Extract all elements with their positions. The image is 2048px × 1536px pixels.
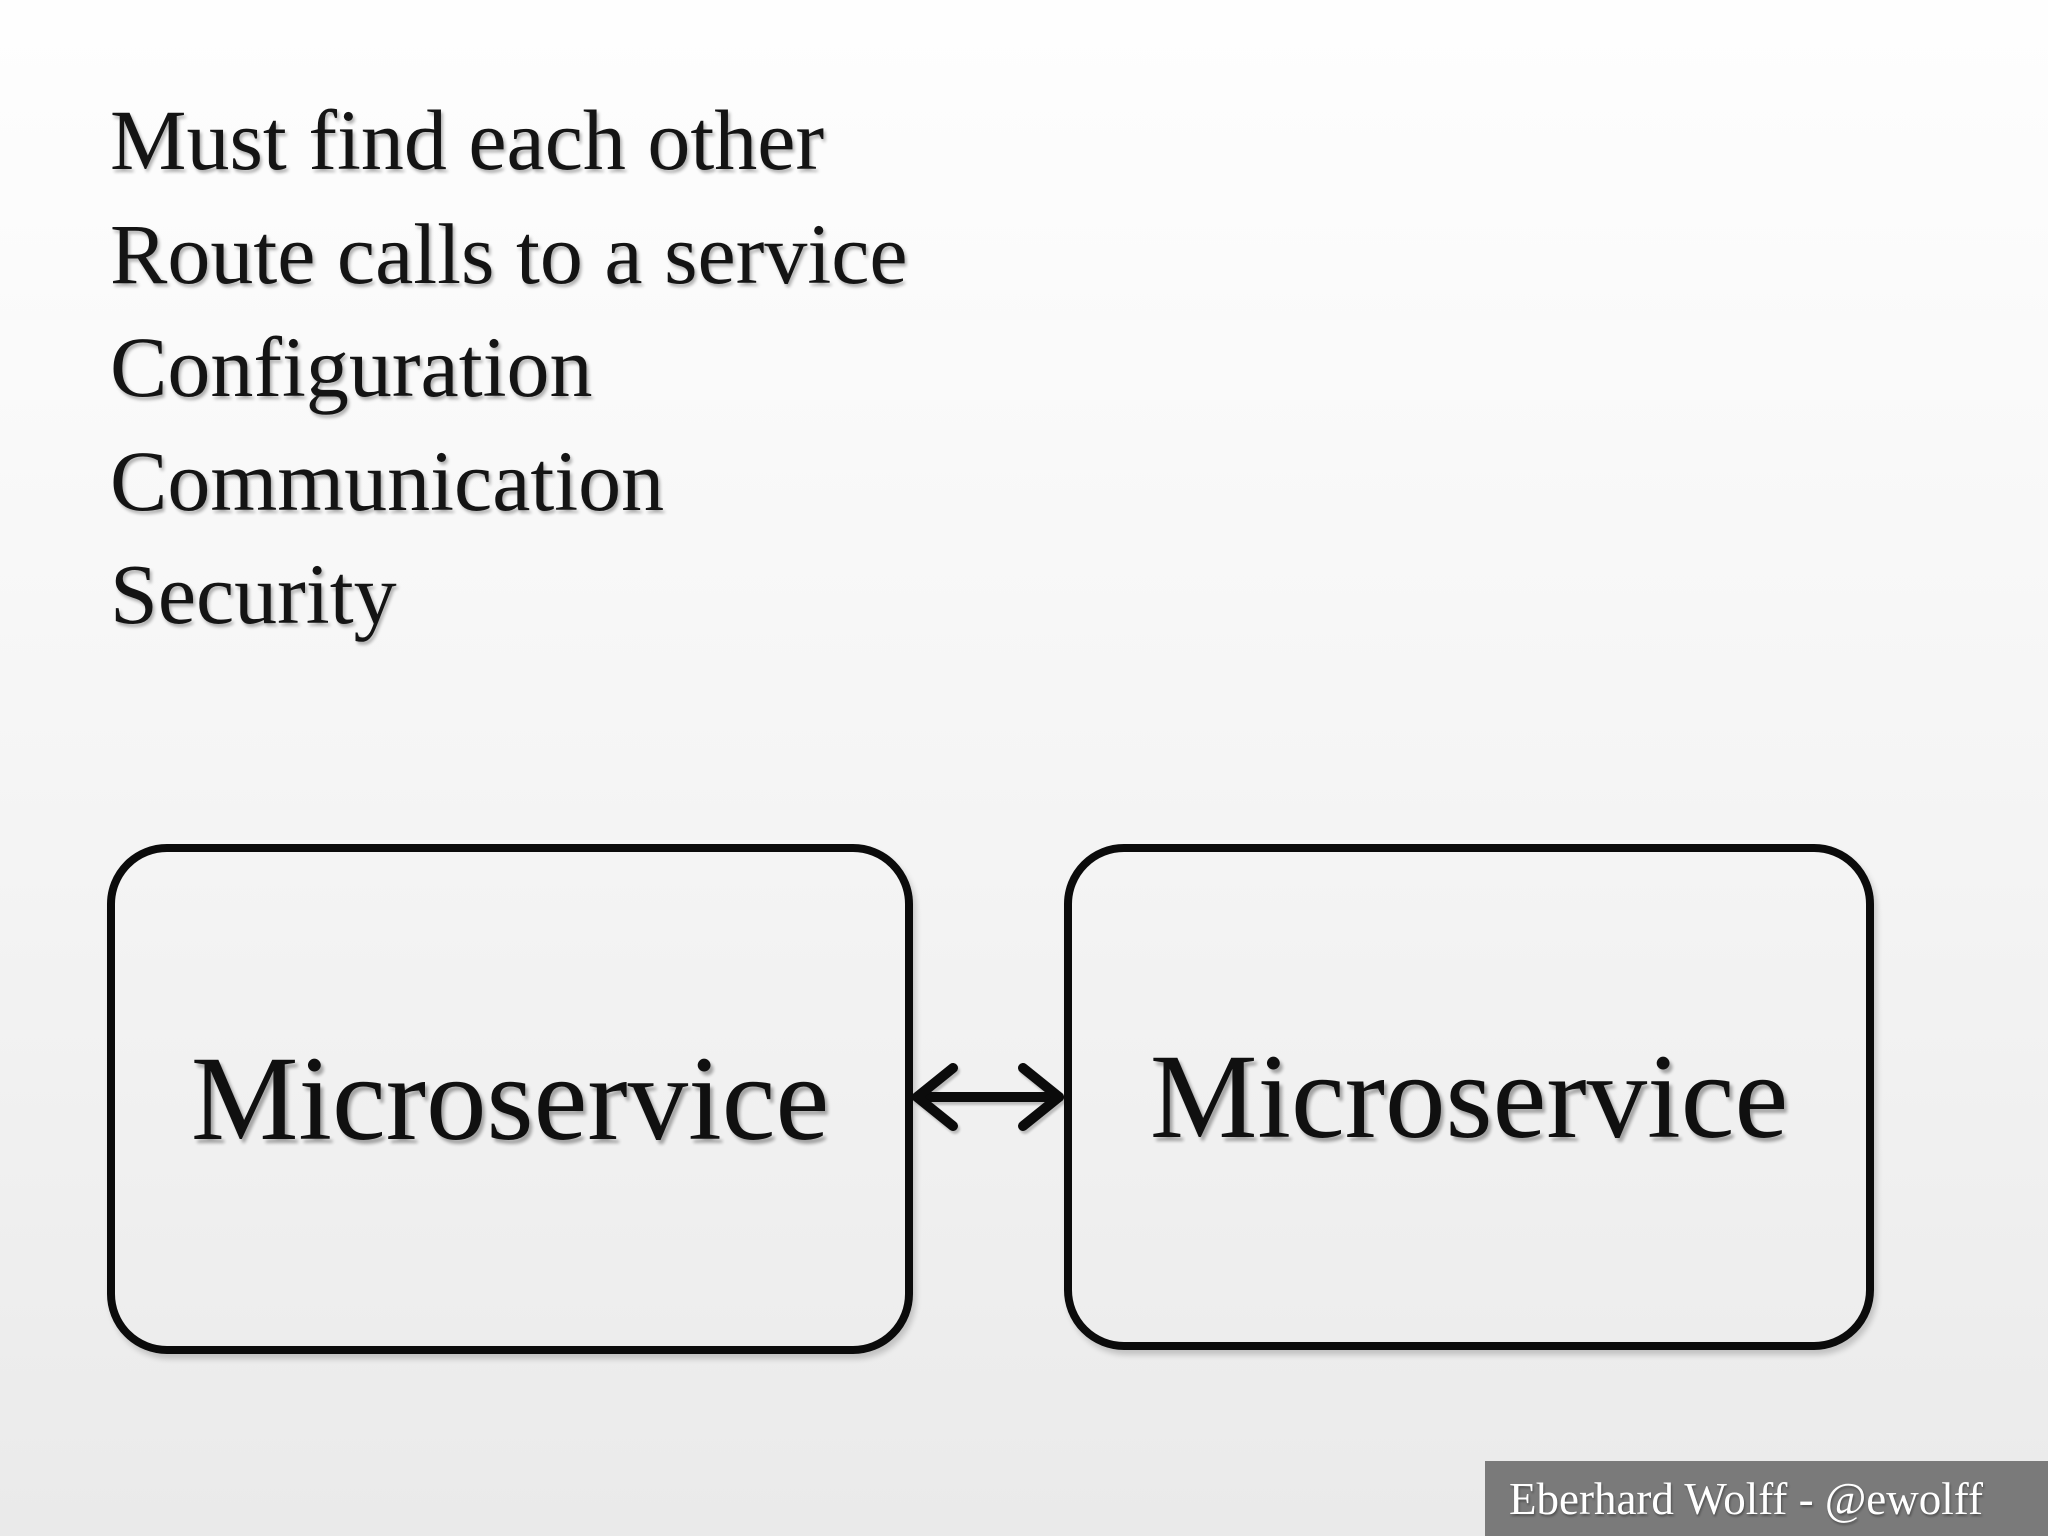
attribution-badge: Eberhard Wolff - @ewolff	[1485, 1461, 2048, 1536]
bullet-line: Security	[110, 546, 397, 642]
bullet-line: Communication	[110, 432, 665, 529]
microservice-box-right: Microservice	[1064, 844, 1874, 1350]
bullet-line: Must find each other	[110, 92, 825, 188]
microservice-box-left-label: Microservice	[190, 1031, 830, 1166]
bidirectional-arrow-icon	[903, 1055, 1073, 1139]
bullet-line: Configuration	[110, 319, 593, 415]
bullet-line: Route calls to a service	[110, 205, 908, 302]
attribution-text: Eberhard Wolff - @ewolff	[1509, 1473, 1983, 1524]
microservice-box-right-label: Microservice	[1149, 1029, 1789, 1164]
bullet-list: Must find each other Route calls to a se…	[110, 84, 908, 652]
microservice-box-left: Microservice	[107, 844, 913, 1354]
